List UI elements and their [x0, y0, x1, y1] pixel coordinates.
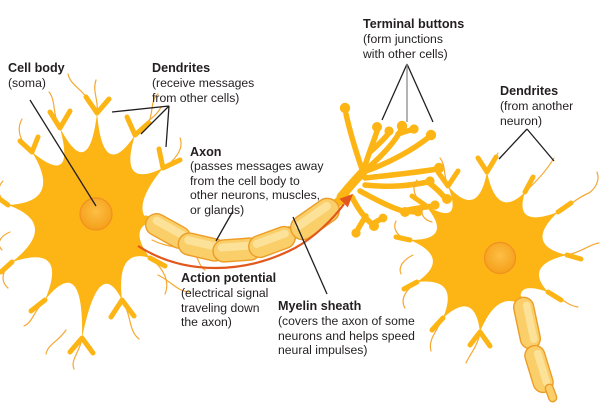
terminal-arbor — [336, 102, 452, 238]
leader-myelin-sheath — [292, 216, 328, 295]
label-myelin-sheath-title: Myelin sheath — [278, 299, 362, 313]
label-dendrites-right-desc: (from another neuron) — [500, 98, 574, 128]
label-cell-body-desc: (soma) — [8, 75, 46, 90]
axon-tip — [544, 383, 558, 403]
label-dendrites-right: Dendrites (from another neuron) — [500, 84, 573, 128]
right-neuron-nucleus — [483, 241, 517, 275]
leader-dendrites-right — [498, 128, 555, 162]
label-axon-desc: (passes messages away from the cell body… — [190, 159, 324, 217]
label-axon: Axon (passes messages away from the cell… — [190, 145, 323, 217]
label-action-potential-title: Action potential — [181, 271, 277, 285]
myelin-segment — [512, 296, 542, 350]
label-terminal-buttons: Terminal buttons (form junctions with ot… — [363, 17, 464, 61]
terminal-knobs — [339, 102, 452, 238]
label-dendrites-left: Dendrites (receive messages from other c… — [152, 61, 254, 105]
label-action-potential-desc: (electrical signal traveling down the ax… — [181, 285, 269, 330]
label-axon-title: Axon — [190, 145, 222, 159]
label-terminal-buttons-title: Terminal buttons — [363, 17, 465, 31]
right-axon-segments — [512, 292, 558, 403]
label-myelin-sheath: Myelin sheath (covers the axon of some n… — [278, 299, 415, 358]
label-dendrites-left-desc: (receive messages from other cells) — [152, 75, 255, 105]
label-cell-body-title: Cell body — [8, 61, 65, 75]
action-potential-arrow — [137, 194, 353, 270]
leader-dendrites-left — [111, 105, 170, 148]
label-dendrites-left-title: Dendrites — [152, 61, 211, 75]
label-dendrites-right-title: Dendrites — [500, 84, 559, 98]
label-cell-body: Cell body (soma) — [8, 61, 65, 91]
label-action-potential: Action potential (electrical signal trav… — [181, 271, 276, 330]
axon-myelin-chain — [141, 191, 350, 263]
label-terminal-buttons-desc: (form junctions with other cells) — [363, 31, 448, 61]
leader-lines — [29, 63, 555, 295]
left-neuron-nucleus — [79, 197, 113, 231]
leader-terminal-buttons — [381, 63, 434, 123]
leader-axon — [215, 210, 234, 242]
leader-cell-body — [29, 99, 97, 207]
label-myelin-sheath-desc: (covers the axon of some neurons and hel… — [278, 313, 415, 358]
